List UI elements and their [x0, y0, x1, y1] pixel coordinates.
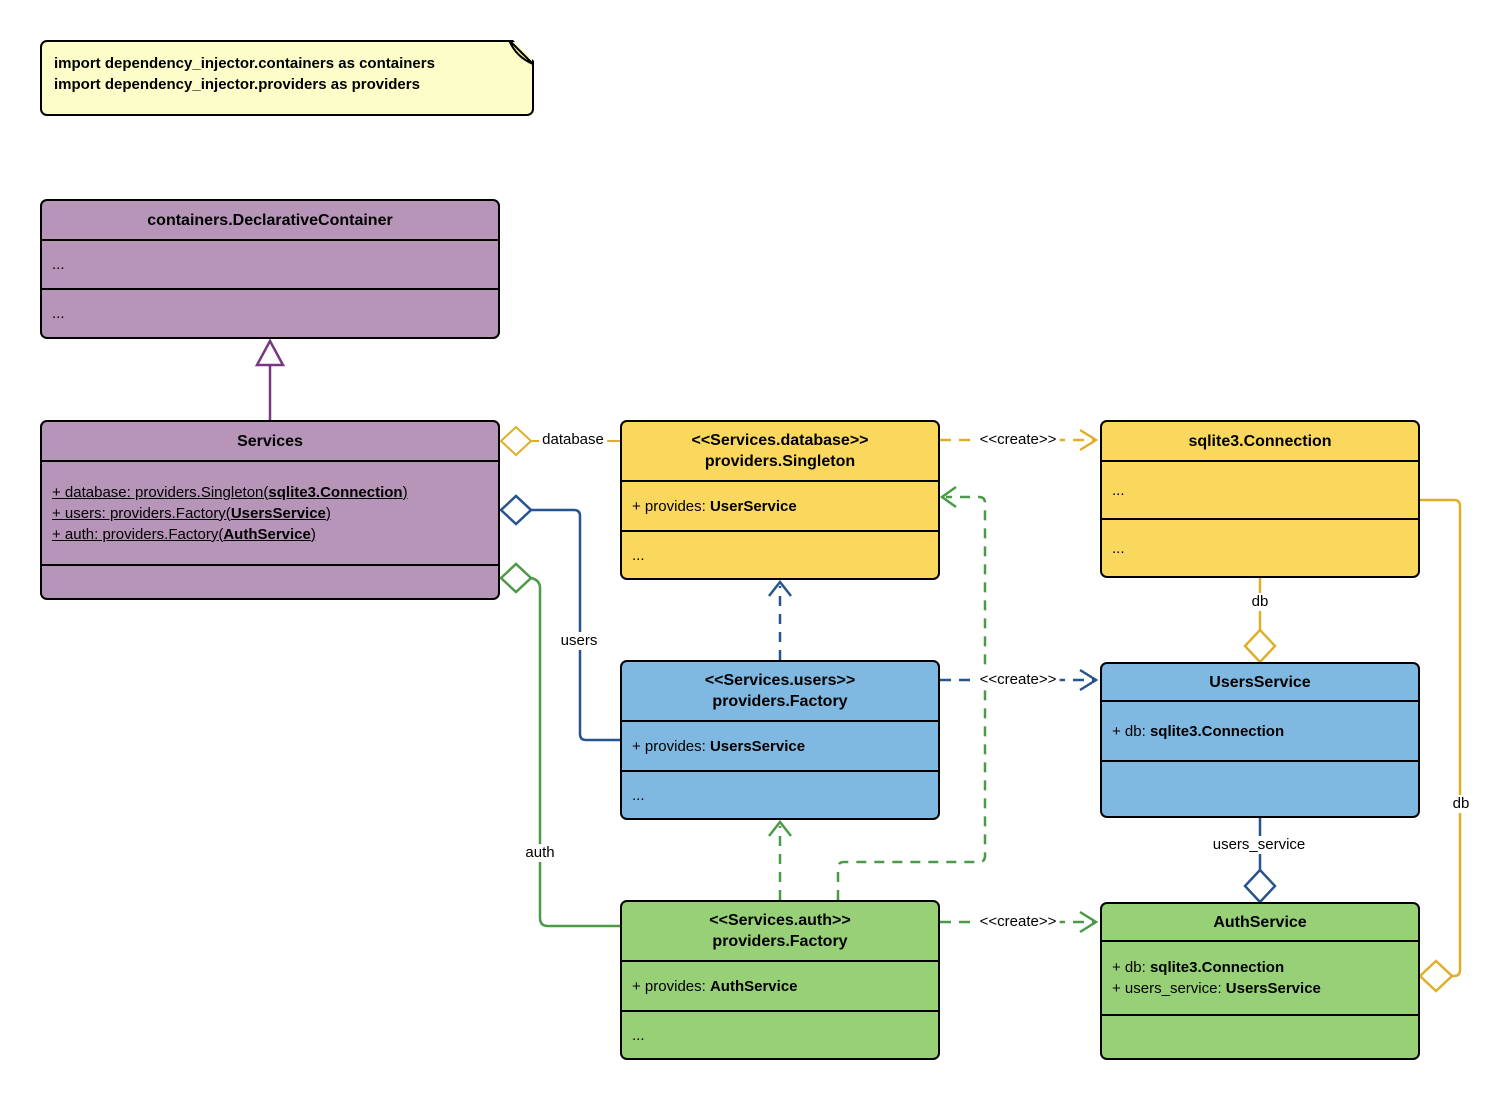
aggregation-diamond-db-usersservice-icon — [1243, 628, 1277, 664]
class-compartment: ... — [632, 786, 645, 804]
class-singleton-provider: <<Services.database>> providers.Singleto… — [620, 420, 940, 580]
attribute-db: + db: sqlite3.Connection — [1112, 722, 1285, 740]
class-name: providers.Factory — [712, 693, 848, 710]
attribute-provides: + provides: UsersService — [632, 737, 806, 755]
class-title: <<Services.auth>> providers.Factory — [622, 902, 938, 962]
class-title: AuthService — [1102, 904, 1418, 942]
edge-label-create-database: <<create>> — [976, 431, 1060, 449]
edge-label-users-service: users_service — [1209, 836, 1309, 854]
class-title: containers.DeclarativeContainer — [42, 201, 498, 241]
class-stereotype: <<Services.users>> — [704, 672, 856, 689]
import-note: import dependency_injector.containers as… — [40, 40, 534, 116]
aggregation-diamond-auth-icon — [499, 562, 533, 594]
class-stereotype: <<Services.auth>> — [709, 912, 851, 929]
dependency-arrowhead-usersfactory-icon — [768, 819, 792, 837]
edge-label-db-users: db — [1248, 593, 1272, 611]
class-compartment: ... — [1102, 462, 1418, 520]
aggregation-diamond-database-icon — [499, 425, 533, 457]
class-stereotype: <<Services.database>> — [691, 432, 869, 449]
create-arrowhead-usersservice-icon — [1079, 668, 1099, 692]
edge-label-database: database — [539, 431, 607, 449]
class-title: Services — [42, 422, 498, 462]
class-title: <<Services.database>> providers.Singleto… — [622, 422, 938, 482]
class-services: Services + database: providers.Singleton… — [40, 420, 500, 600]
class-sqlite3-connection: sqlite3.Connection ... ... — [1100, 420, 1420, 578]
class-compartment: ... — [42, 241, 498, 290]
class-users-service: UsersService + db: sqlite3.Connection — [1100, 662, 1420, 818]
edge-label-create-auth: <<create>> — [976, 913, 1060, 931]
dependency-arrowhead-singleton-provides-icon — [939, 485, 957, 509]
attribute-auth: + auth: providers.Factory(AuthService) — [52, 525, 316, 543]
class-auth-service: AuthService + db: sqlite3.Connection + u… — [1100, 902, 1420, 1060]
class-title: <<Services.users>> providers.Factory — [622, 662, 938, 722]
attribute-users-service: + users_service: UsersService — [1112, 980, 1321, 997]
edge-label-db-auth: db — [1449, 795, 1473, 813]
class-title: UsersService — [1102, 664, 1418, 702]
dependency-edge-authfactory-singleton — [836, 495, 987, 900]
note-fold-icon — [508, 40, 534, 65]
create-arrowhead-singleton-connection-icon — [1079, 428, 1099, 452]
create-arrowhead-authservice-icon — [1079, 910, 1099, 934]
class-compartment: ... — [632, 1026, 645, 1044]
inheritance-triangle-icon — [254, 338, 286, 367]
class-attributes: + provides: AuthService — [622, 962, 938, 1012]
attribute-users: + users: providers.Factory(UsersService) — [52, 504, 331, 522]
class-compartment: ... — [52, 305, 65, 322]
attribute-provides: + provides: AuthService — [632, 977, 798, 995]
class-name: providers.Singleton — [704, 453, 856, 470]
edge-label-create-users: <<create>> — [976, 671, 1060, 689]
note-line: import dependency_injector.providers as … — [54, 76, 420, 93]
class-compartment-empty — [42, 566, 498, 598]
aggregation-edge-users — [531, 508, 620, 742]
class-compartment: ... — [632, 546, 645, 564]
class-declarative-container: containers.DeclarativeContainer ... ... — [40, 199, 500, 339]
class-attributes: + provides: UserService — [622, 482, 938, 532]
class-auth-factory: <<Services.auth>> providers.Factory + pr… — [620, 900, 940, 1060]
aggregation-diamond-db-authservice-icon — [1418, 959, 1454, 993]
class-name: providers.Factory — [712, 933, 848, 950]
class-compartment: ... — [1112, 539, 1125, 557]
attribute-provides: + provides: UserService — [632, 497, 797, 515]
class-attributes: + database: providers.Singleton(sqlite3.… — [42, 462, 498, 566]
class-title: sqlite3.Connection — [1102, 422, 1418, 462]
aggregation-diamond-users-icon — [499, 494, 533, 526]
class-attributes: + db: sqlite3.Connection + users_service… — [1102, 942, 1418, 1016]
class-attributes: + db: sqlite3.Connection — [1102, 702, 1418, 762]
class-compartment-empty — [1102, 762, 1418, 816]
aggregation-diamond-usersservice-icon — [1243, 868, 1277, 904]
class-compartment-empty — [1102, 1016, 1418, 1058]
edge-label-users: users — [557, 632, 601, 650]
edge-label-auth: auth — [522, 844, 558, 862]
class-attributes: + provides: UsersService — [622, 722, 938, 772]
note-line: import dependency_injector.containers as… — [54, 55, 435, 72]
dependency-arrowhead-singleton-icon — [768, 579, 792, 597]
class-users-factory: <<Services.users>> providers.Factory + p… — [620, 660, 940, 820]
attribute-database: + database: providers.Singleton(sqlite3.… — [52, 483, 408, 501]
attribute-db: + db: sqlite3.Connection — [1112, 959, 1285, 976]
aggregation-edge-auth — [530, 576, 620, 928]
aggregation-edge-db-authservice — [1420, 498, 1462, 978]
